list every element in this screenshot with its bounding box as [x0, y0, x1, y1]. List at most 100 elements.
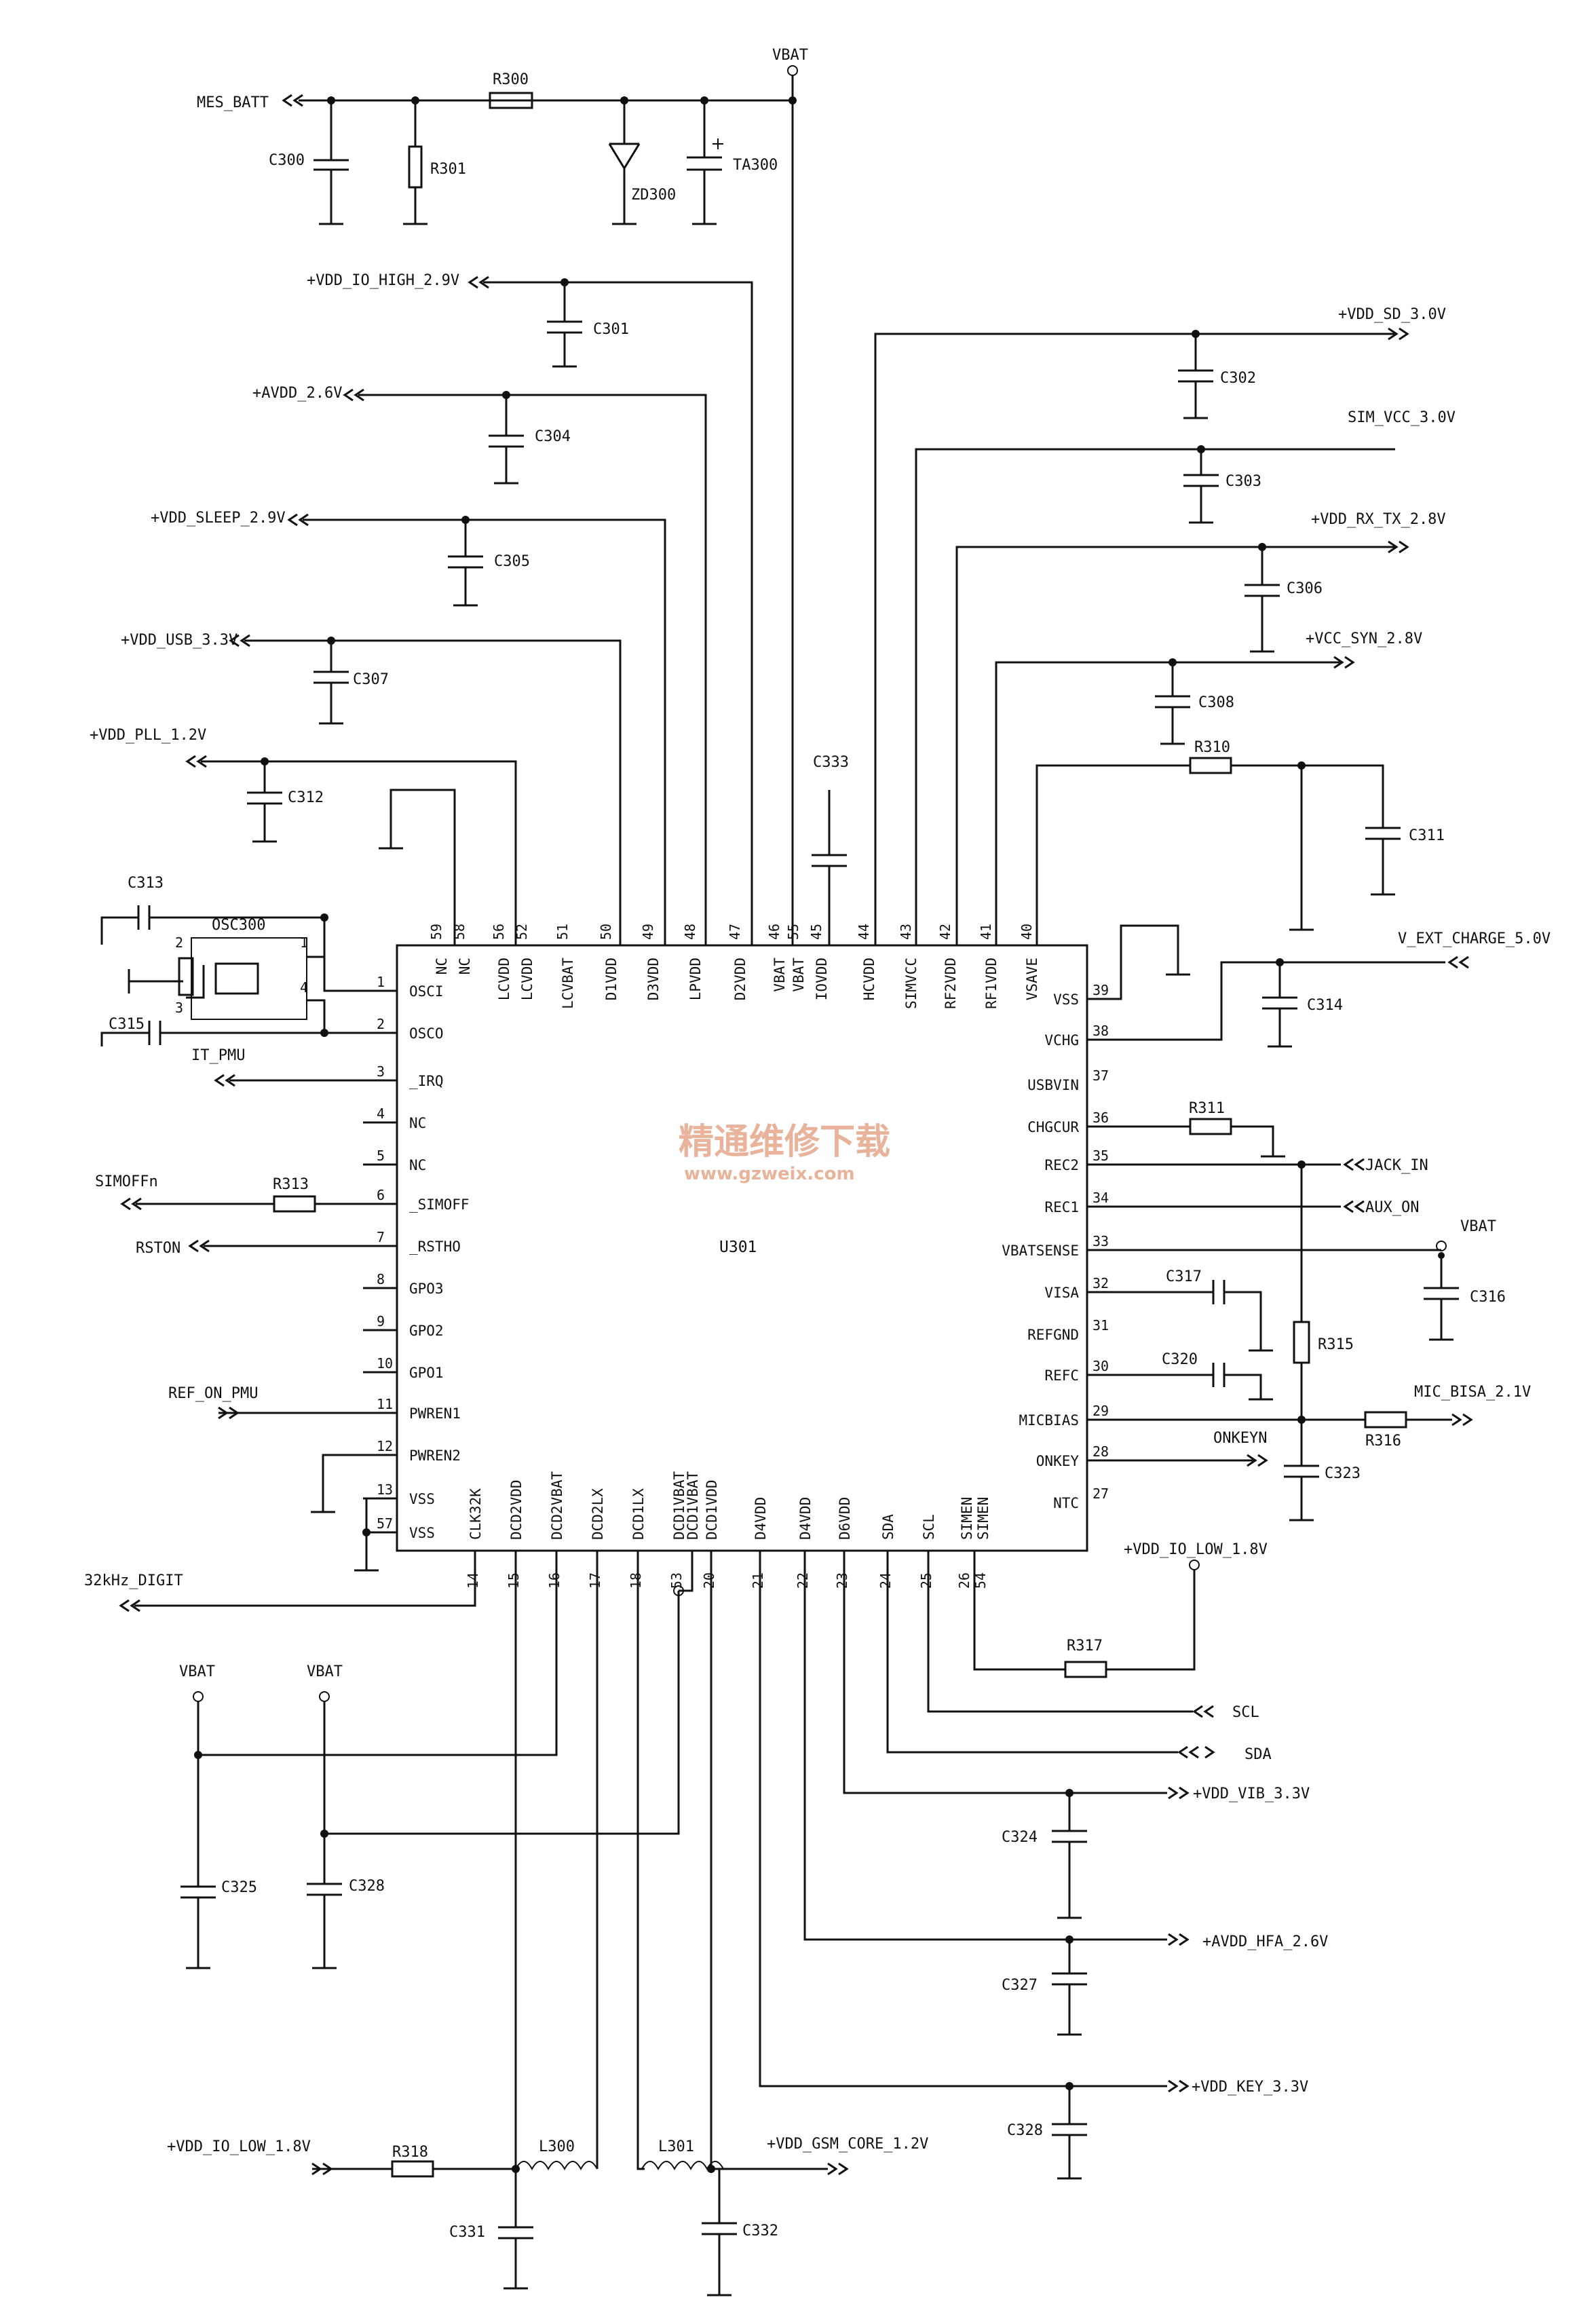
net-vdd-key: +VDD_KEY_3.3V — [1192, 2079, 1308, 2096]
pin-name: USBVIN — [1027, 1077, 1079, 1093]
pin-number: 11 — [377, 1396, 393, 1412]
label-r300: R300 — [493, 71, 529, 88]
pin-name: D3VDD — [645, 958, 662, 1000]
label-c314: C314 — [1307, 997, 1343, 1014]
label-c316: C316 — [1470, 1289, 1506, 1306]
label-r316: R316 — [1365, 1433, 1401, 1450]
label-c324: C324 — [1002, 1829, 1038, 1846]
pin-number: 6 — [377, 1187, 385, 1203]
label-c328a: C328 — [349, 1878, 385, 1895]
net-ref-on-pmu: REF_ON_PMU — [168, 1385, 258, 1402]
pin-number: 18 — [628, 1572, 644, 1589]
label-ta300: TA300 — [733, 157, 778, 174]
net-vdd-gsm-core: +VDD_GSM_CORE_1.2V — [767, 2136, 928, 2153]
pin-number: 43 — [898, 924, 914, 940]
watermark-url: www.gzweix.com — [684, 1164, 855, 1184]
svg-text:1: 1 — [300, 934, 308, 951]
label-c305: C305 — [494, 553, 530, 570]
pin-name: OSCO — [409, 1025, 444, 1042]
net-avdd: +AVDD_2.6V — [252, 385, 342, 402]
net-it-pmu: IT_PMU — [191, 1047, 245, 1064]
pin-number: 39 — [1092, 982, 1109, 998]
right-pins: 39VSS38VCHG37USBVIN36CHGCUR35REC234REC13… — [1002, 982, 1109, 1511]
label-l300: L300 — [539, 2138, 575, 2155]
pin-number: 8 — [377, 1271, 385, 1287]
pin-number: 23 — [834, 1572, 850, 1589]
pin-number: 33 — [1092, 1233, 1109, 1249]
label-c325: C325 — [221, 1879, 257, 1896]
bottom-section: 32kHz_DIGIT VBAT C325 VBAT C328 L300 C33… — [84, 1541, 1328, 2296]
net-jack-in: JACK_IN — [1365, 1157, 1428, 1174]
pin-number: 16 — [546, 1572, 563, 1589]
right-rails: +VDD_SD_3.0V C302 SIM_VCC_3.0V C303 +VDD… — [874, 306, 1456, 945]
pin-name: DCD2LX — [590, 1488, 606, 1540]
net-vdd-rx-tx: +VDD_RX_TX_2.8V — [1311, 511, 1446, 528]
pin-name: LCVBAT — [560, 958, 576, 1009]
pin-number: 9 — [377, 1313, 385, 1329]
net-vdd-sleep: +VDD_SLEEP_2.9V — [151, 510, 286, 527]
label-zd300: ZD300 — [631, 187, 676, 204]
net-vbat-left1: VBAT — [179, 1663, 215, 1680]
pin-number: 3 — [377, 1063, 385, 1080]
pin-name: LPVDD — [687, 958, 704, 1000]
pin-number: 12 — [377, 1438, 393, 1454]
pin-name: NC — [457, 958, 473, 975]
pin-number: 57 — [377, 1515, 393, 1532]
pin-number: 38 — [1092, 1023, 1109, 1039]
pin-number: 27 — [1092, 1486, 1109, 1502]
label-c323: C323 — [1325, 1465, 1361, 1482]
pin-number: 36 — [1092, 1110, 1109, 1126]
label-r318: R318 — [392, 2144, 428, 2161]
pin-number: 22 — [795, 1572, 811, 1589]
battery-section: MES_BATT R300 C300 R301 ZD300 TA300 VBAT — [197, 47, 808, 945]
label-c300: C300 — [269, 152, 305, 169]
net-vbat-sense: VBAT — [1460, 1218, 1496, 1235]
pin-number: 2 — [377, 1016, 385, 1032]
pin-number: 28 — [1092, 1443, 1109, 1460]
net-vcc-syn: +VCC_SYN_2.8V — [1306, 630, 1422, 647]
pin-name: GPO2 — [409, 1323, 444, 1339]
pin-name: RF1VDD — [983, 958, 1000, 1009]
right-signals: V_EXT_CHARGE_5.0V C314 R311 JACK_IN AUX_… — [1087, 924, 1551, 1521]
pin-name: D4VDD — [797, 1497, 814, 1540]
net-32khz-digit: 32kHz_DIGIT — [84, 1572, 183, 1589]
pin-number: 30 — [1092, 1358, 1109, 1374]
pin-number: 26 — [956, 1572, 972, 1589]
net-avdd-hfa: +AVDD_HFA_2.6V — [1202, 1933, 1328, 1950]
pin-number: 44 — [856, 924, 872, 940]
pin-number: 15 — [506, 1572, 522, 1589]
pin-name: VSS — [409, 1491, 435, 1507]
pin-number: 10 — [377, 1355, 393, 1372]
net-vdd-pll: +VDD_PLL_1.2V — [90, 727, 206, 744]
pin-name: _IRQ — [409, 1073, 444, 1089]
pin-name: VSAVE — [1024, 958, 1040, 1000]
net-sim-vcc: SIM_VCC_3.0V — [1348, 409, 1456, 426]
svg-text:3: 3 — [175, 1000, 183, 1016]
pin-number: 4 — [377, 1105, 385, 1122]
pin-name: LCVDD — [496, 958, 512, 1000]
net-vbat-left2: VBAT — [307, 1663, 343, 1680]
pin-number: 31 — [1092, 1317, 1109, 1334]
pin-name: D6VDD — [837, 1497, 853, 1540]
label-r317: R317 — [1067, 1638, 1103, 1655]
left-rails: +VDD_IO_HIGH_2.9V C301 +AVDD_2.6V C304 +… — [90, 272, 849, 945]
pin-number: 35 — [1092, 1148, 1109, 1164]
net-vbat-top: VBAT — [772, 47, 808, 64]
pin-number: 48 — [682, 924, 698, 940]
pin-number: 40 — [1019, 924, 1035, 940]
pin-name: D1VDD — [603, 958, 620, 1000]
pin-number: 45 — [808, 924, 824, 940]
pin-number: 14 — [465, 1572, 481, 1589]
pin-name: ONKEY — [1036, 1453, 1080, 1469]
net-mes-batt: MES_BATT — [197, 94, 269, 111]
pin-name: CLK32K — [468, 1488, 484, 1540]
pin-name: RF2VDD — [943, 958, 959, 1009]
pin-name: VBAT — [791, 958, 807, 992]
pin-name: SIMEN — [975, 1497, 991, 1540]
pin-name: DCD2VBAT — [549, 1471, 565, 1540]
bottom-pins: CLK32K14DCD2VDD15DCD2VBAT16DCD2LX17DCD1L… — [465, 1471, 991, 1589]
label-c311: C311 — [1409, 827, 1445, 844]
pin-name: VBAT — [772, 958, 788, 992]
